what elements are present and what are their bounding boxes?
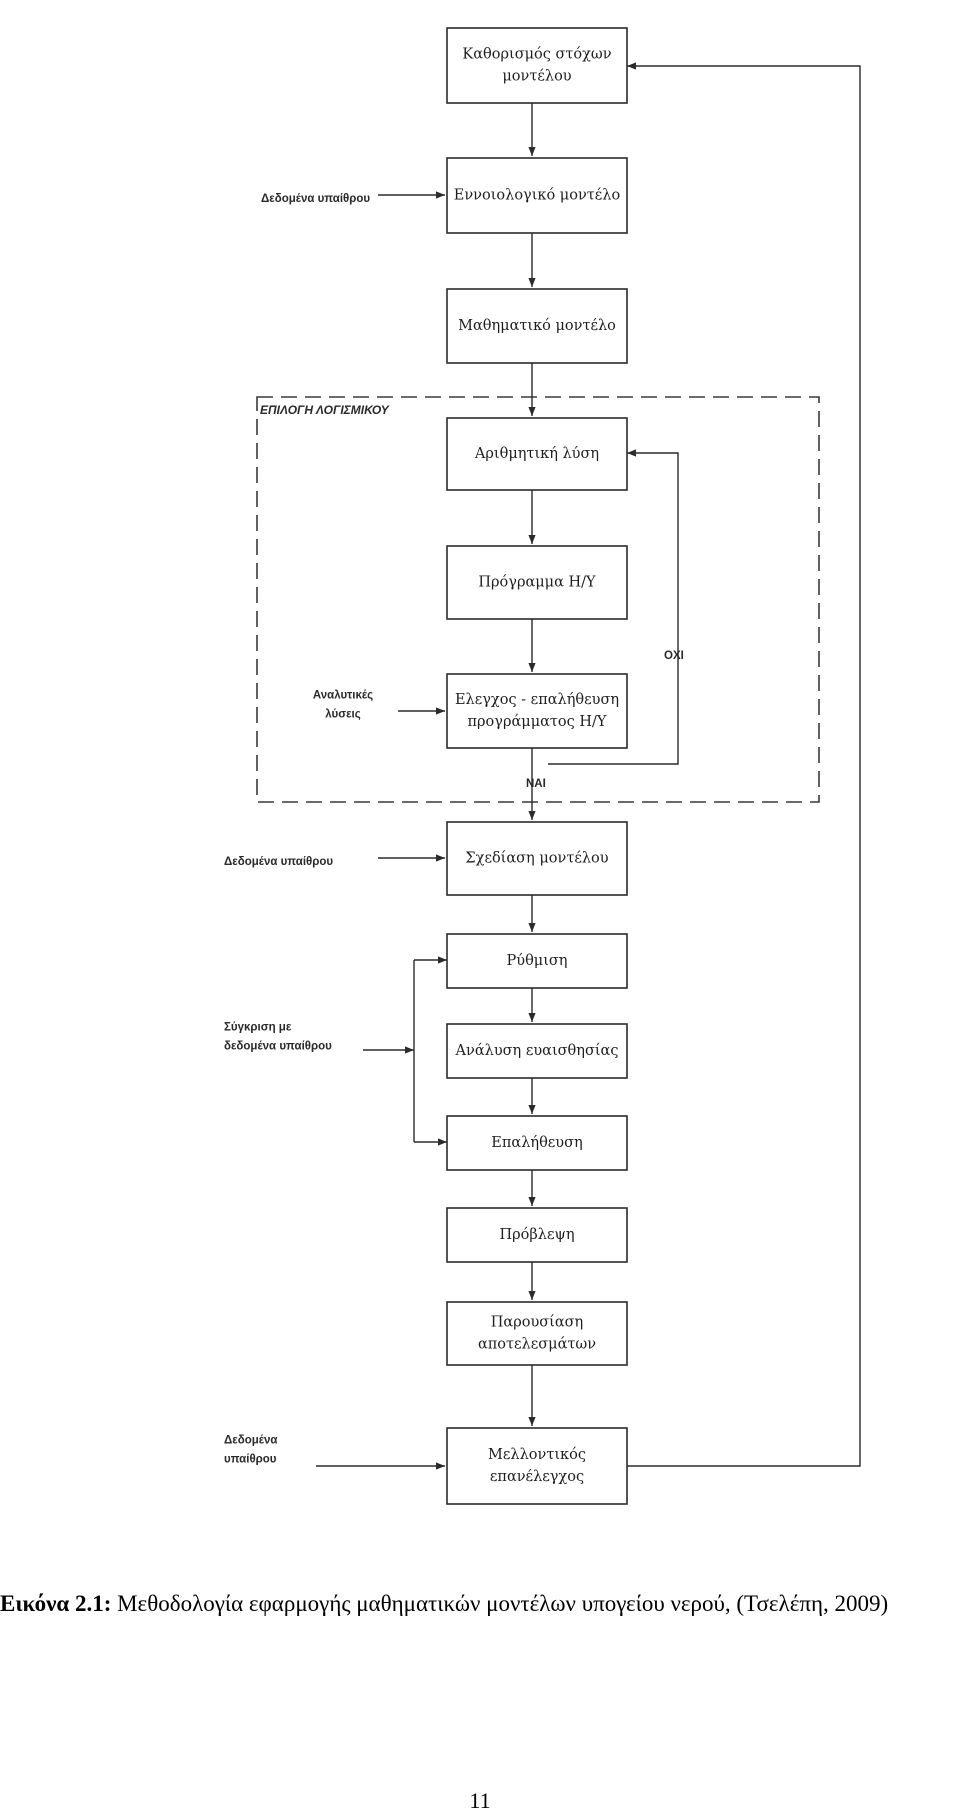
figure-caption-text: Μεθοδολογία εφαρμογής μαθηματικών μοντέλ… xyxy=(111,1591,889,1616)
node-validation: Επαλήθευση xyxy=(446,1115,628,1171)
node-calibration: Ρύθμιση xyxy=(446,933,628,989)
node-mathematical: Μαθηματικό μοντέλο xyxy=(446,288,628,364)
software-selection-title: ΕΠΙΛΟΓΗ ΛΟΓΙΣΜΙΚΟΥ xyxy=(260,403,390,417)
node-goals-box xyxy=(446,27,628,104)
node-future-label: Μελλοντικός επανέλεγχος xyxy=(488,1447,586,1485)
loop-no-label: ΟΧΙ xyxy=(664,650,684,662)
page-number: 11 xyxy=(469,1788,491,1813)
node-numerical-label: Αριθμητική λύση xyxy=(474,446,599,462)
node-mathematical-box xyxy=(446,288,628,364)
node-program-label: Πρόγραμμα Η/Υ xyxy=(478,575,596,591)
node-validation-label: Επαλήθευση xyxy=(491,1135,582,1151)
node-results-label-line: αποτελεσμάτων xyxy=(478,1337,596,1353)
node-sensitivity-label: Ανάλυση ευαισθησίας xyxy=(455,1042,619,1059)
node-goals-label-line: Καθορισμός στόχων xyxy=(462,47,611,63)
figure-caption-label: Εικόνα 2.1: xyxy=(0,1591,112,1616)
node-results-label: Παρουσίαση αποτελεσμάτων xyxy=(478,1314,596,1353)
node-calibration-label: Ρύθμιση xyxy=(507,953,568,969)
node-goals-label: Καθορισμός στόχων μοντέλου xyxy=(462,47,611,85)
input-field-data-3-label: Δεδομένα υπαίθρου xyxy=(224,1435,277,1466)
node-results-box xyxy=(446,1301,628,1366)
node-program-box xyxy=(446,545,628,620)
loop-yes-label: ΝΑΙ xyxy=(526,778,546,790)
input-analytical-solutions-label-line: Αναλυτικές xyxy=(313,690,373,702)
node-design: Σχεδίαση μοντέλου xyxy=(446,821,628,896)
input-field-data-3-label-line: Δεδομένα xyxy=(224,1435,277,1447)
node-sensitivity: Ανάλυση ευαισθησίας xyxy=(446,1023,628,1079)
node-numerical-box xyxy=(446,417,628,491)
input-field-data-2-label: Δεδομένα υπαίθρου xyxy=(224,856,333,868)
node-prediction: Πρόβλεψη xyxy=(446,1207,628,1263)
node-calibration-label-line: Ρύθμιση xyxy=(507,953,568,969)
node-prediction-box xyxy=(446,1207,628,1263)
node-future-label-line: επανέλεγχος xyxy=(490,1468,584,1485)
node-conceptual: Εννοιολογικό μοντέλο xyxy=(446,157,628,234)
return-to-goals-arrow xyxy=(627,62,861,1467)
figure-caption: Εικόνα 2.1: Μεθοδολογία εφαρμογής μαθημα… xyxy=(0,1587,960,1621)
input-comparison-label-line: δεδομένα υπαίθρου xyxy=(224,1041,332,1053)
node-validation-box xyxy=(446,1115,628,1171)
node-conceptual-box xyxy=(446,157,628,234)
node-design-box xyxy=(446,821,628,896)
input-comparison-label: Σύγκριση με δεδομένα υπαίθρου xyxy=(224,1022,332,1053)
node-conceptual-label: Εννοιολογικό μοντέλο xyxy=(454,187,620,204)
node-sensitivity-label-line: Ανάλυση ευαισθησίας xyxy=(455,1042,619,1059)
node-future: Μελλοντικός επανέλεγχος xyxy=(446,1427,628,1505)
node-goals: Καθορισμός στόχων μοντέλου xyxy=(446,27,628,104)
node-verification-box xyxy=(446,673,628,749)
node-mathematical-label: Μαθηματικό μοντέλο xyxy=(458,317,616,334)
input-comparison-label-line: Σύγκριση με xyxy=(224,1022,292,1034)
node-prediction-label-line: Πρόβλεψη xyxy=(499,1227,574,1243)
node-future-label-line: Μελλοντικός xyxy=(488,1447,586,1463)
input-field-data-3-label-line: υπαίθρου xyxy=(224,1454,277,1466)
node-conceptual-label-line: Εννοιολογικό μοντέλο xyxy=(454,187,620,204)
node-goals-label-line: μοντέλου xyxy=(502,68,571,85)
node-verification: Ελεγχος - επαλήθευση προγράμματος Η/Υ xyxy=(446,673,628,749)
node-design-label-line: Σχεδίαση μοντέλου xyxy=(465,850,608,867)
input-analytical-solutions-label: Αναλυτικές λύσεις xyxy=(313,690,373,721)
node-numerical-label-line: Αριθμητική λύση xyxy=(474,446,599,462)
node-validation-label-line: Επαλήθευση xyxy=(491,1135,582,1151)
input-field-data-1-label-line: Δεδομένα υπαίθρου xyxy=(261,193,370,205)
loop-no-arrow xyxy=(548,449,679,765)
node-future-box xyxy=(446,1427,628,1505)
node-results-label-line: Παρουσίαση xyxy=(491,1314,583,1331)
node-verification-label-line: προγράμματος Η/Υ xyxy=(468,714,607,730)
node-results: Παρουσίαση αποτελεσμάτων xyxy=(446,1301,628,1366)
input-analytical-solutions-label-line: λύσεις xyxy=(325,709,360,721)
node-program: Πρόγραμμα Η/Υ xyxy=(446,545,628,620)
node-prediction-label: Πρόβλεψη xyxy=(499,1227,574,1243)
node-verification-label-line: Ελεγχος - επαλήθευση xyxy=(455,692,619,708)
input-field-data-1-label: Δεδομένα υπαίθρου xyxy=(261,193,370,205)
node-verification-label: Ελεγχος - επαλήθευση προγράμματος Η/Υ xyxy=(455,692,619,730)
node-calibration-box xyxy=(446,933,628,989)
node-mathematical-label-line: Μαθηματικό μοντέλο xyxy=(458,317,616,334)
node-numerical: Αριθμητική λύση xyxy=(446,417,628,491)
node-program-label-line: Πρόγραμμα Η/Υ xyxy=(478,575,596,591)
software-selection-group xyxy=(256,396,820,803)
input-field-data-2-label-line: Δεδομένα υπαίθρου xyxy=(224,856,333,868)
node-sensitivity-box xyxy=(446,1023,628,1079)
methodology-flowchart: ΕΠΙΛΟΓΗ ΛΟΓΙΣΜΙΚΟΥ ΟΧΙ ΝΑΙ Καθορισμός στ… xyxy=(224,27,861,1505)
node-design-label: Σχεδίαση μοντέλου xyxy=(465,850,608,867)
